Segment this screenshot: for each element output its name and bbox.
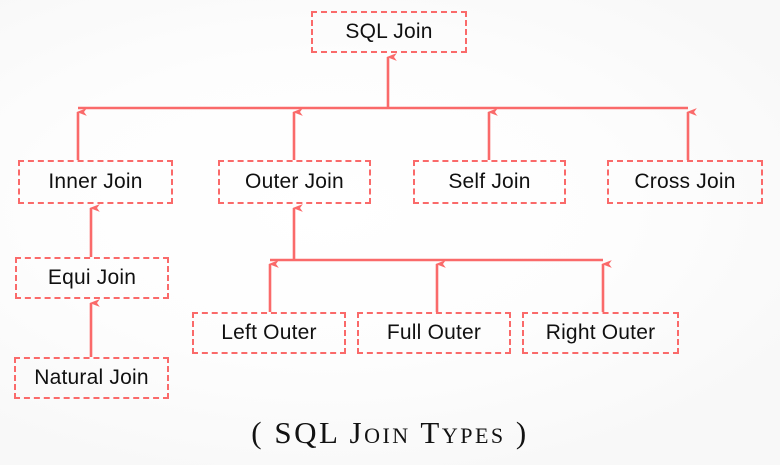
- node-full-outer-label: Full Outer: [386, 321, 482, 344]
- node-outer-join[interactable]: Outer Join: [218, 160, 371, 204]
- diagram-caption: ( SQL Join Types ): [251, 415, 529, 450]
- node-inner-join[interactable]: Inner Join: [18, 160, 173, 204]
- node-self-join[interactable]: Self Join: [413, 160, 566, 204]
- node-right-outer-label: Right Outer: [545, 321, 656, 344]
- node-equi-join-label: Equi Join: [47, 266, 137, 289]
- node-natural-join[interactable]: Natural Join: [14, 357, 169, 399]
- node-right-outer[interactable]: Right Outer: [522, 312, 679, 354]
- node-sql-join[interactable]: SQL Join: [311, 11, 467, 53]
- node-self-join-label: Self Join: [448, 170, 531, 193]
- node-full-outer[interactable]: Full Outer: [357, 312, 511, 354]
- node-cross-join[interactable]: Cross Join: [607, 160, 763, 204]
- node-equi-join[interactable]: Equi Join: [15, 257, 169, 299]
- node-cross-join-label: Cross Join: [634, 170, 736, 193]
- node-left-outer-label: Left Outer: [221, 321, 317, 344]
- node-sql-join-label: SQL Join: [345, 20, 433, 43]
- node-left-outer[interactable]: Left Outer: [192, 312, 346, 354]
- node-natural-join-label: Natural Join: [34, 366, 149, 389]
- node-outer-join-label: Outer Join: [245, 170, 344, 193]
- node-inner-join-label: Inner Join: [48, 170, 143, 193]
